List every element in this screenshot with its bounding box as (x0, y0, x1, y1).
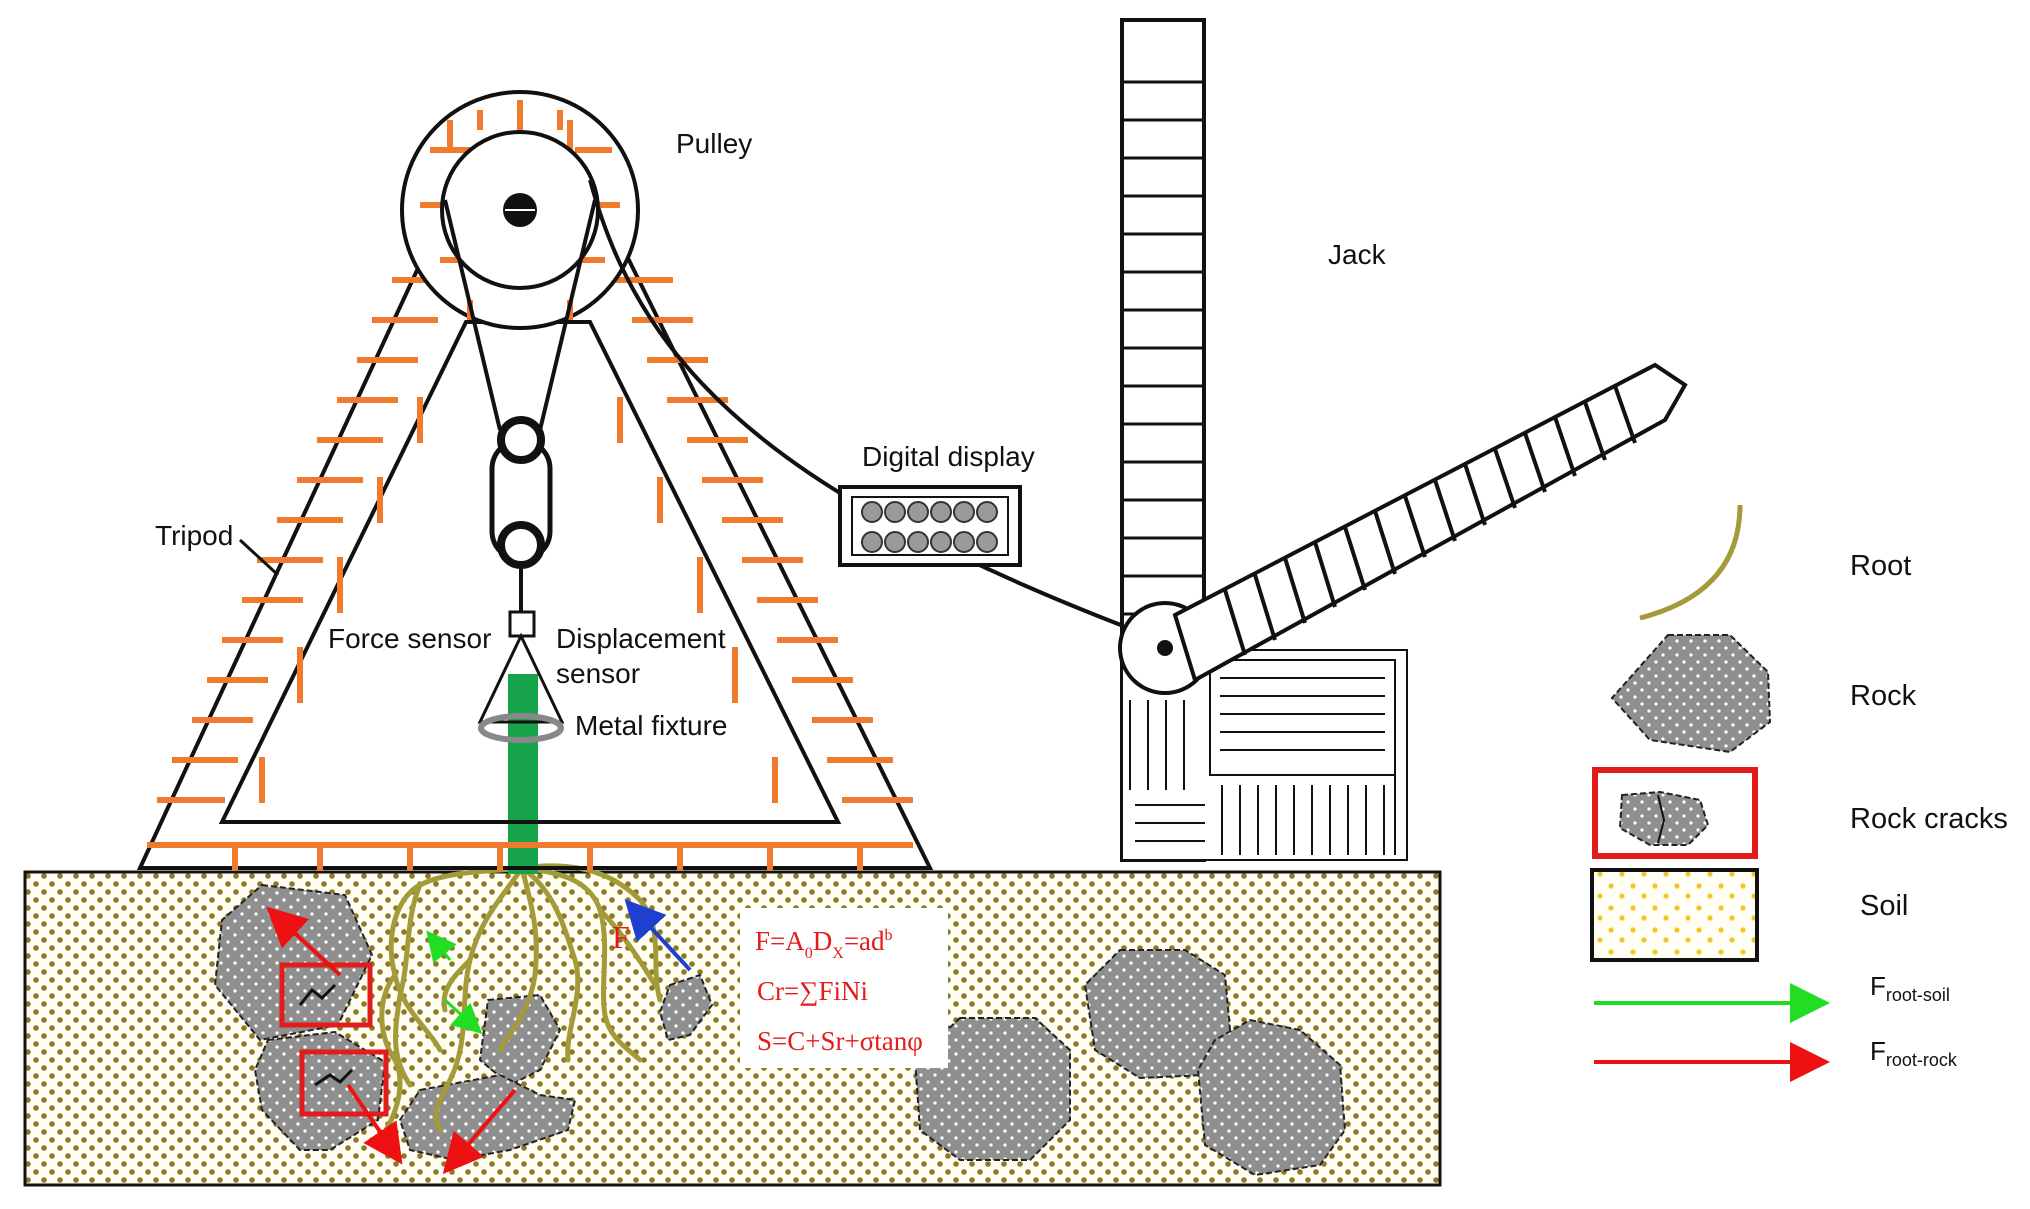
plant-stem (508, 674, 538, 874)
legend-soil-swatch (1590, 868, 1759, 962)
jack (1118, 18, 1688, 862)
crack-highlight-boxes (279, 962, 389, 1117)
label-digital-display: Digital display (862, 441, 1035, 472)
rock (658, 973, 714, 1042)
arrow-root-soil (426, 930, 457, 964)
label-displacement-2: sensor (556, 658, 640, 689)
label-force-sensor: Force sensor (328, 623, 491, 654)
force-arrows (266, 899, 692, 1175)
rock (913, 1017, 1071, 1161)
rock (1196, 1018, 1347, 1177)
rock (478, 993, 562, 1087)
label-metal-fixture: Metal fixture (575, 710, 728, 741)
arrow-root-rock (442, 1088, 517, 1175)
svg-text:Soil: Soil (1860, 890, 1908, 922)
force-sensor-block (508, 610, 536, 638)
diagram-labels: Pulley Jack Digital display Tripod Force… (155, 128, 1387, 741)
formula-cr: Cr=∑FiNi (757, 976, 868, 1006)
arrow-root-soil (443, 998, 483, 1035)
jack-base (1121, 649, 1408, 861)
rock-cracks (298, 983, 354, 1087)
metal-fixture (477, 632, 565, 724)
legend-root-swatch (1639, 504, 1743, 621)
label-pulley: Pulley (676, 128, 752, 159)
svg-text:Froot-rock: Froot-rock (1870, 1036, 1958, 1070)
legend-crack-box (1592, 767, 1758, 859)
sensor-assembly (477, 416, 565, 743)
force-f-label: F (612, 919, 630, 955)
formula-s: S=C+Sr+σtanφ (757, 1026, 923, 1056)
legend-rock-swatch (1610, 634, 1772, 754)
svg-text:F=A0DX=adb: F=A0DX=adb (755, 926, 893, 962)
label-displacement: Displacement (556, 623, 726, 654)
tripod-bracing (147, 277, 913, 871)
svg-text:Froot-soil: Froot-soil (1870, 971, 1950, 1005)
jack-handle (1172, 362, 1688, 683)
arrow-root-rock (266, 906, 342, 977)
arrow-root-rock (346, 1083, 403, 1165)
legend: Root Rock Rock cracks Soil Froot-soil Fr… (1590, 504, 2008, 1082)
formula-panel: F=A0DX=adb Cr=∑FiNi S=C+Sr+σtanφ (740, 908, 948, 1068)
digital-display (838, 485, 1022, 567)
label-jack: Jack (1328, 239, 1387, 270)
svg-text:Rock: Rock (1850, 680, 1917, 712)
label-tripod: Tripod (155, 520, 233, 551)
pulley (400, 90, 640, 330)
rock (253, 1030, 387, 1151)
svg-text:Rock cracks: Rock cracks (1850, 803, 2008, 835)
metal-fixture-ring (478, 713, 564, 743)
arrow-blue-pull (624, 899, 692, 972)
svg-text:Root: Root (1850, 550, 1911, 582)
